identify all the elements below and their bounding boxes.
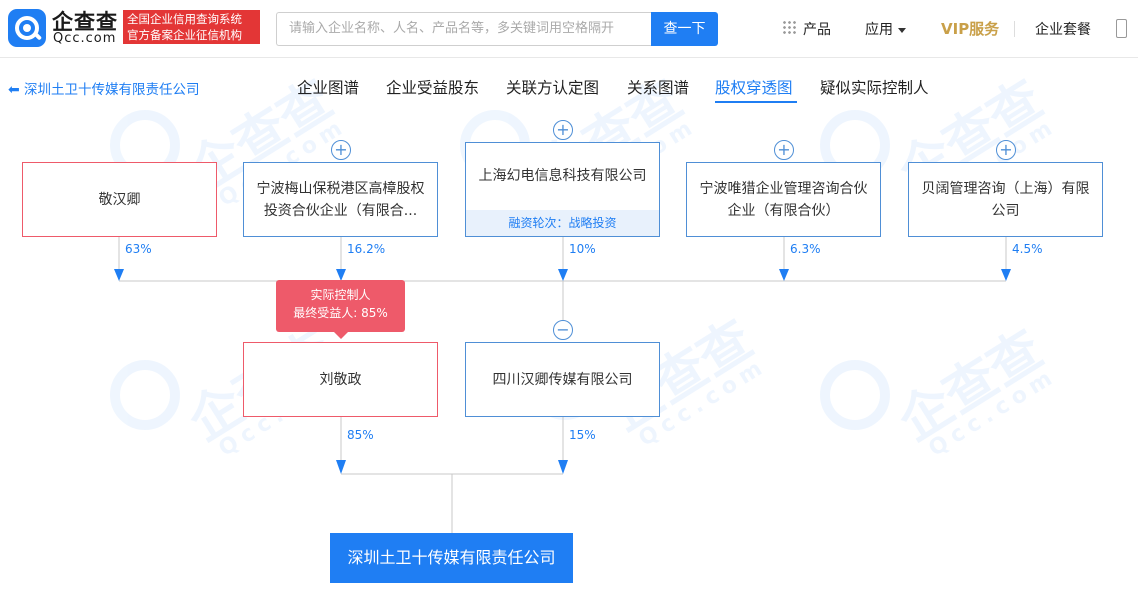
shareholder-person-box[interactable]: 刘敬政: [243, 342, 438, 417]
shareholder-name: 贝阔管理咨询（上海）有限公司: [921, 180, 1090, 219]
tab-related-party[interactable]: 关联方认定图: [506, 79, 600, 97]
badge-line-2: 官方备案企业征信机构: [127, 28, 242, 42]
shareholder-name: 宁波梅山保税港区高樟股权投资合伙企业（有限合...: [256, 180, 425, 219]
top-header: 企查查 Qcc.com 全国企业信用查询系统 官方备案企业征信机构 请输入企业名…: [0, 0, 1138, 58]
shareholder-company-box[interactable]: 上海幻电信息科技有限公司 融资轮次：战略投资: [465, 142, 660, 237]
search-input[interactable]: 请输入企业名称、人名、产品名等，多关键词用空格隔开: [276, 12, 652, 46]
shareholder-company-box[interactable]: 四川汉卿传媒有限公司: [465, 342, 660, 417]
grid-icon: [782, 20, 796, 34]
beneficiary-label: 最终受益人: 85%: [293, 306, 388, 320]
share-percent: 63%: [125, 242, 152, 256]
actual-controller-tag: 实际控制人 最终受益人: 85%: [276, 280, 405, 339]
tab-enterprise-graph[interactable]: 企业图谱: [297, 79, 360, 97]
shareholder-person-box[interactable]: 敬汉卿: [22, 162, 217, 237]
qcc-logo-icon[interactable]: [8, 9, 46, 47]
expand-plus-icon[interactable]: +: [996, 140, 1016, 160]
collapse-minus-icon[interactable]: −: [553, 320, 573, 340]
tab-equity-penetration[interactable]: 股权穿透图: [715, 79, 793, 97]
shareholder-name: 上海幻电信息科技有限公司: [478, 168, 647, 184]
tab-suspected-controller[interactable]: 疑似实际控制人: [820, 79, 929, 97]
nav-products[interactable]: 产品: [803, 22, 831, 38]
share-percent: 6.3%: [790, 242, 821, 256]
share-percent: 16.2%: [347, 242, 386, 256]
back-arrow-icon: ⬅: [8, 82, 20, 98]
tab-relation-graph[interactable]: 关系图谱: [627, 79, 690, 97]
logo-text[interactable]: 企查查: [52, 10, 118, 34]
expand-plus-icon[interactable]: +: [331, 140, 351, 160]
caret-down-icon: [898, 27, 906, 33]
back-link[interactable]: ⬅深圳土卫十传媒有限责任公司: [8, 78, 200, 98]
share-percent: 4.5%: [1012, 242, 1043, 256]
share-percent: 85%: [347, 428, 374, 442]
controller-label: 实际控制人: [310, 288, 371, 302]
active-tab-indicator: [715, 101, 797, 103]
target-company-name: 深圳土卫十传媒有限责任公司: [347, 548, 556, 567]
tab-beneficial-shareholders[interactable]: 企业受益股东: [386, 79, 480, 97]
divider: [1014, 21, 1015, 37]
logo-domain: Qcc.com: [53, 31, 117, 46]
nav-apps-label: 应用: [865, 22, 893, 38]
shareholder-company-box[interactable]: 贝阔管理咨询（上海）有限公司: [908, 162, 1103, 237]
nav-package[interactable]: 企业套餐: [1035, 22, 1091, 38]
search-button[interactable]: 查一下: [651, 12, 718, 46]
shareholder-company-box[interactable]: 宁波唯猎企业管理咨询合伙企业（有限合伙）: [686, 162, 881, 237]
nav-apps[interactable]: 应用: [865, 19, 906, 39]
nav-vip[interactable]: VIP服务: [941, 20, 1000, 38]
shareholder-name: 敬汉卿: [98, 191, 141, 208]
expand-plus-icon[interactable]: +: [553, 120, 573, 140]
funding-round-note: 融资轮次：战略投资: [466, 210, 659, 236]
shareholder-company-box[interactable]: 宁波梅山保税港区高樟股权投资合伙企业（有限合...: [243, 162, 438, 237]
shareholder-name: 刘敬政: [319, 371, 362, 388]
back-label: 深圳土卫十传媒有限责任公司: [24, 82, 200, 98]
credit-badge: 全国企业信用查询系统 官方备案企业征信机构: [123, 10, 260, 44]
share-percent: 10%: [569, 242, 596, 256]
mobile-icon[interactable]: [1116, 19, 1127, 38]
share-percent: 15%: [569, 428, 596, 442]
shareholder-name: 宁波唯猎企业管理咨询合伙企业（有限合伙）: [699, 180, 868, 219]
expand-plus-icon[interactable]: +: [774, 140, 794, 160]
target-company-box[interactable]: 深圳土卫十传媒有限责任公司: [330, 533, 573, 583]
shareholder-name: 四川汉卿传媒有限公司: [492, 371, 633, 388]
badge-line-1: 全国企业信用查询系统: [127, 12, 242, 26]
